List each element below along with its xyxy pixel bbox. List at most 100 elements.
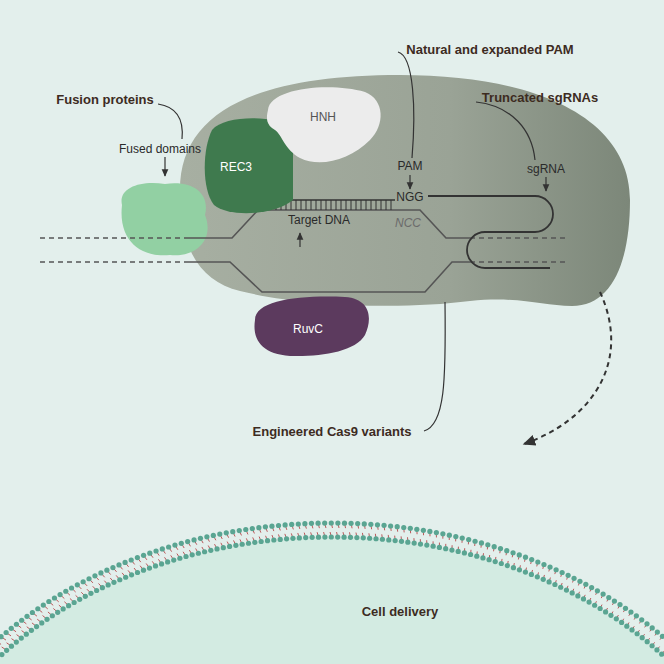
lipid-head — [263, 524, 268, 529]
lipid-head — [456, 549, 461, 554]
lipid-head — [19, 618, 24, 623]
sequence-label: NGG — [396, 191, 423, 204]
lipid-head — [165, 559, 170, 564]
lipid-head — [316, 535, 321, 540]
cell — [0, 520, 664, 664]
lipid-head — [171, 557, 176, 562]
callout-label: Truncated sgRNAs — [482, 91, 598, 105]
lipid-head — [546, 579, 551, 584]
lipid-head — [480, 555, 485, 560]
pointer-arrow — [545, 177, 546, 191]
lipid-head — [453, 534, 458, 539]
lipid-head — [55, 610, 60, 615]
lipid-head — [541, 562, 546, 567]
lipid-head — [46, 599, 51, 604]
lipid-head — [628, 609, 633, 614]
lipid-head — [645, 639, 650, 644]
lipid-head — [566, 573, 571, 578]
lipid-head — [368, 522, 373, 527]
lipid-head — [634, 613, 639, 618]
lipid-head — [523, 569, 528, 574]
lipid-head — [302, 521, 307, 526]
lipid-head — [104, 568, 109, 573]
sgrna-hairpin — [428, 196, 553, 268]
lipid-head — [252, 540, 257, 545]
lipid-head — [449, 547, 454, 552]
domain-label: RuvC — [293, 322, 323, 336]
lipid-head — [504, 548, 509, 553]
lipid-head — [69, 585, 74, 590]
lipid-head — [237, 528, 242, 533]
lipid-head — [659, 652, 664, 657]
base-pair-tick — [316, 200, 317, 210]
lipid-head — [395, 524, 400, 529]
lipid-head — [348, 521, 353, 526]
lipid-head — [117, 577, 122, 582]
lipid-head — [75, 582, 80, 587]
lipid-head — [355, 521, 360, 526]
sequence-label: NCC — [395, 217, 421, 230]
lipid-head — [460, 535, 465, 540]
lipid-head — [517, 552, 522, 557]
lipid-head — [198, 536, 203, 541]
lipid-head — [603, 609, 608, 614]
base-pair-tick — [376, 200, 377, 210]
base-pair-tick — [311, 200, 312, 210]
lipid-head — [265, 538, 270, 543]
lipid-head — [191, 537, 196, 542]
part-label: Fused domains — [119, 143, 201, 156]
leader-line — [476, 102, 535, 160]
lipid-tail — [0, 641, 1, 644]
lipid-head — [558, 585, 563, 590]
leader-line — [158, 104, 182, 139]
lipid-head — [217, 532, 222, 537]
lipid-head — [233, 543, 238, 548]
lipid-head — [240, 542, 245, 547]
delivery-arrow — [524, 292, 611, 444]
lipid-head — [0, 652, 4, 657]
lipid-head — [110, 565, 115, 570]
lipid-head — [505, 563, 510, 568]
lipid-head — [276, 523, 281, 528]
lipid-head — [386, 537, 391, 542]
lipid-head — [29, 628, 34, 633]
lipid-head — [256, 525, 261, 530]
fused-domain-blob — [122, 183, 208, 255]
lipid-head — [77, 597, 82, 602]
part-label: Target DNA — [288, 214, 350, 227]
lipid-head — [486, 557, 491, 562]
lipid-head — [246, 541, 251, 546]
lipid-head — [479, 540, 484, 545]
domain-shape — [267, 87, 381, 162]
lipid-head — [227, 544, 232, 549]
lipid-head — [335, 520, 340, 525]
lipid-head — [196, 551, 201, 556]
lipid-head — [72, 600, 77, 605]
lipid-head — [224, 530, 229, 535]
lipid-head — [259, 539, 264, 544]
lipid-head — [9, 626, 14, 631]
lipid-head — [623, 606, 628, 611]
lipid-head — [644, 621, 649, 626]
lipid-head — [575, 593, 580, 598]
lipid-head — [373, 536, 378, 541]
lipid-head — [592, 603, 597, 608]
lipid-head — [362, 521, 367, 526]
lipid-head — [159, 561, 164, 566]
lipid-head — [147, 551, 152, 556]
lipid-head — [309, 521, 314, 526]
lipid-head — [50, 613, 55, 618]
lipid-head — [289, 522, 294, 527]
lipid-head — [554, 567, 559, 572]
lipid-head — [83, 594, 88, 599]
lipid-head — [166, 544, 171, 549]
lipid-head — [595, 588, 600, 593]
base-pair-tick — [336, 200, 337, 210]
lipid-head — [278, 537, 283, 542]
base-pair-tick — [351, 200, 352, 210]
lipid-head — [66, 603, 71, 608]
lipid-head — [570, 590, 575, 595]
lipid-head — [123, 575, 128, 580]
lipid-head — [583, 582, 588, 587]
lipid-head — [141, 568, 146, 573]
